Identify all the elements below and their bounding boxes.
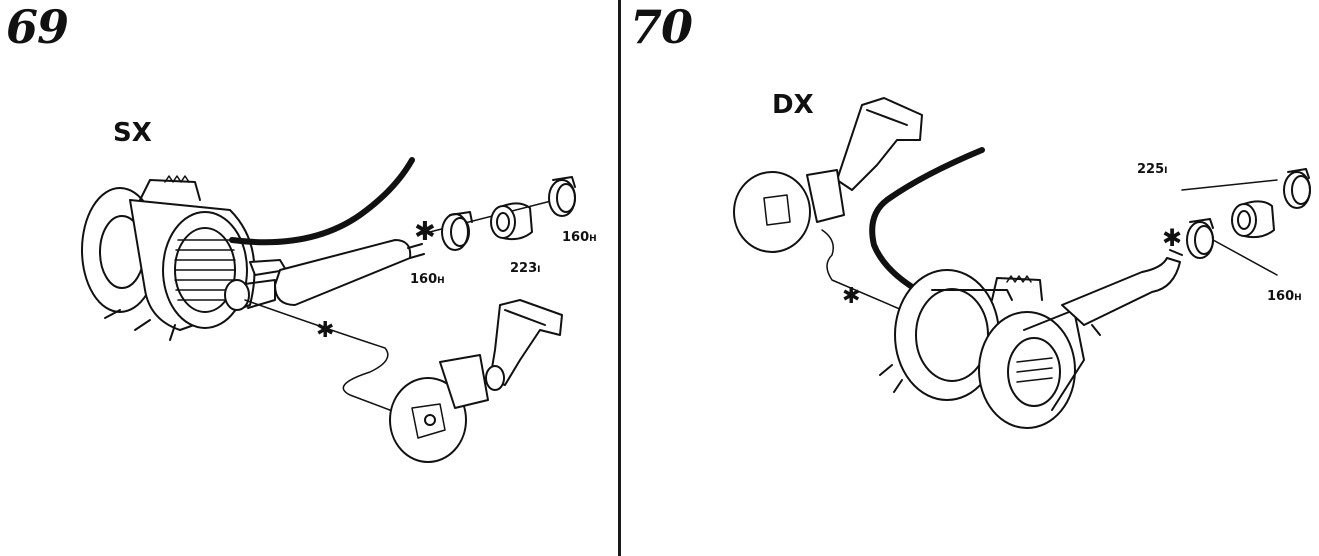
- part-label: 225I: [1137, 162, 1168, 177]
- part-label: 160H: [562, 230, 597, 245]
- asterisk-marker: ✱: [414, 217, 436, 247]
- vent-duct: [836, 97, 923, 191]
- air-hose: [1061, 257, 1181, 326]
- right-assembly-illustration: ✱ ✱: [733, 97, 1311, 429]
- side-label: SX: [113, 118, 152, 148]
- spring-clip: [991, 277, 1043, 301]
- left-assembly-illustration: ✱ ✱: [81, 157, 576, 463]
- side-label: DX: [772, 90, 814, 120]
- air-hose: [274, 239, 412, 306]
- asterisk-marker: ✱: [1162, 224, 1182, 252]
- step-70-panel: 70 DX: [622, 0, 1319, 556]
- panel-divider: [618, 0, 621, 556]
- step-69-panel: 69 SX: [0, 0, 619, 556]
- step-number: 70: [630, 0, 693, 54]
- part-label: 160H: [410, 272, 445, 287]
- step-number: 69: [6, 0, 69, 54]
- rubber-bushing: [1231, 203, 1257, 237]
- spring-clip: [139, 179, 201, 201]
- vent-duct: [489, 299, 563, 386]
- asterisk-marker: ✱: [316, 318, 334, 343]
- asterisk-marker: ✱: [842, 284, 860, 309]
- outlet-disc: [733, 171, 811, 253]
- part-label: 223I: [510, 261, 541, 276]
- rubber-bushing: [490, 205, 516, 239]
- part-label: 160H: [1267, 289, 1302, 304]
- black-cable: [229, 157, 415, 246]
- outlet-disc: [389, 377, 467, 463]
- black-cable: [869, 147, 985, 293]
